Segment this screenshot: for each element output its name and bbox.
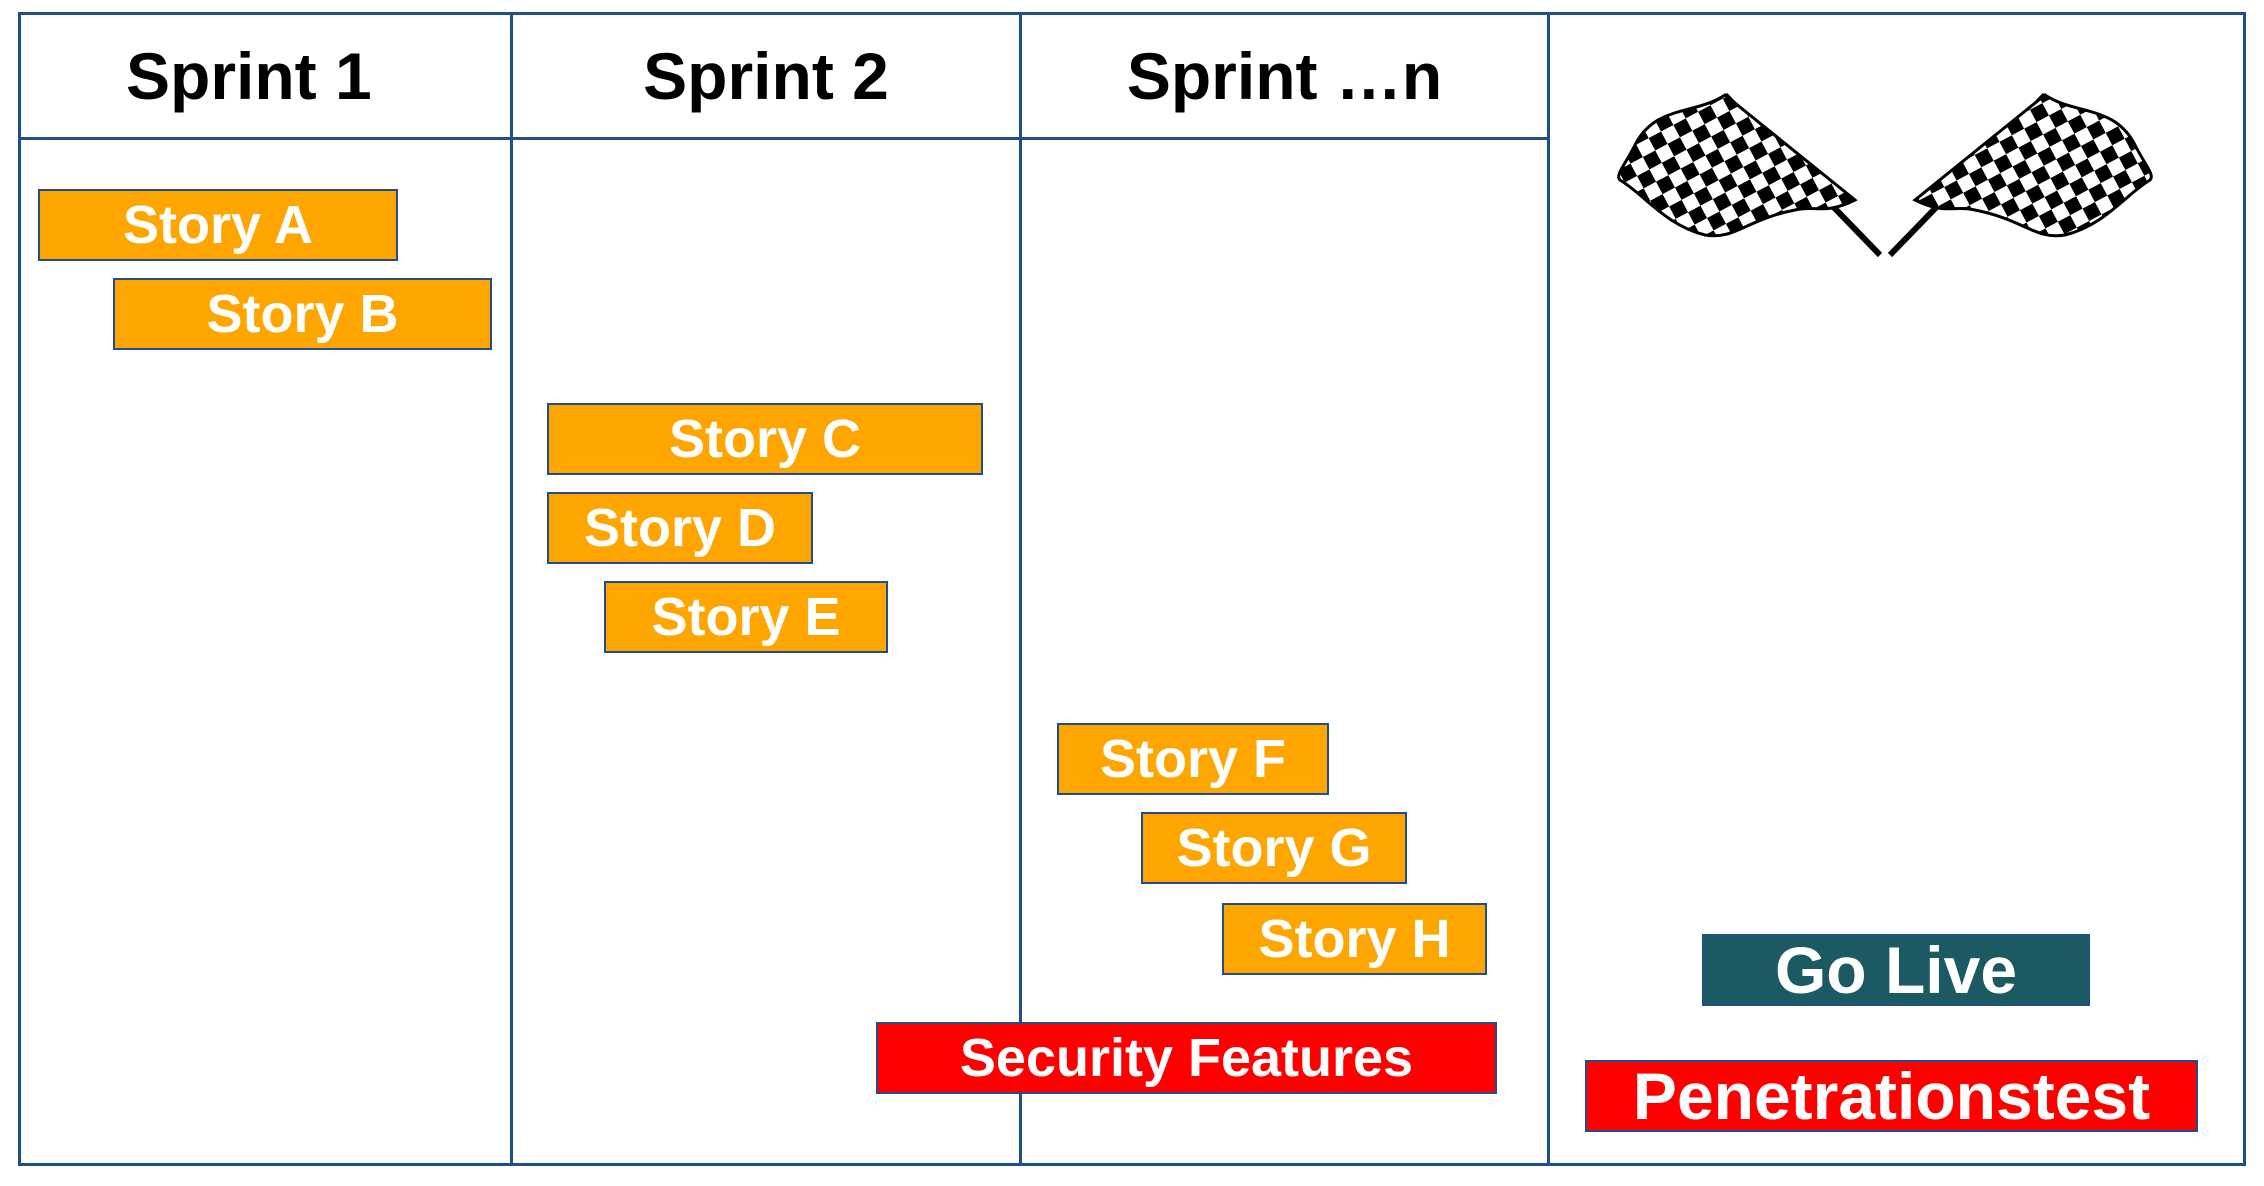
story-e[interactable]: Story E <box>604 581 888 653</box>
flag-right <box>1912 93 2153 238</box>
story-f[interactable]: Story F <box>1057 723 1329 795</box>
sprint-2-header: Sprint 2 <box>643 39 889 113</box>
sprint-n-header: Sprint …n <box>1126 39 1443 113</box>
column-divider <box>1547 15 1550 1163</box>
column-divider <box>510 15 513 1163</box>
story-a[interactable]: Story A <box>38 189 398 261</box>
sprint-1-header: Sprint 1 <box>126 39 372 113</box>
go-live-bar[interactable]: Go Live <box>1702 933 2090 1007</box>
flag-left <box>1617 93 1858 238</box>
sprint-board: Sprint 1 Sprint 2 Sprint …n <box>18 12 2246 1166</box>
story-g[interactable]: Story G <box>1141 812 1407 884</box>
security-features-bar[interactable]: Security Features <box>876 1022 1497 1094</box>
checkered-flags-icon <box>1617 92 2153 258</box>
story-c[interactable]: Story C <box>547 403 983 475</box>
column-divider <box>1019 15 1022 1163</box>
header-divider <box>21 137 1548 140</box>
story-d[interactable]: Story D <box>547 492 813 564</box>
story-b[interactable]: Story B <box>113 278 492 350</box>
story-h[interactable]: Story H <box>1222 903 1487 975</box>
penetrationstest-bar[interactable]: Penetrationstest <box>1585 1059 2198 1133</box>
